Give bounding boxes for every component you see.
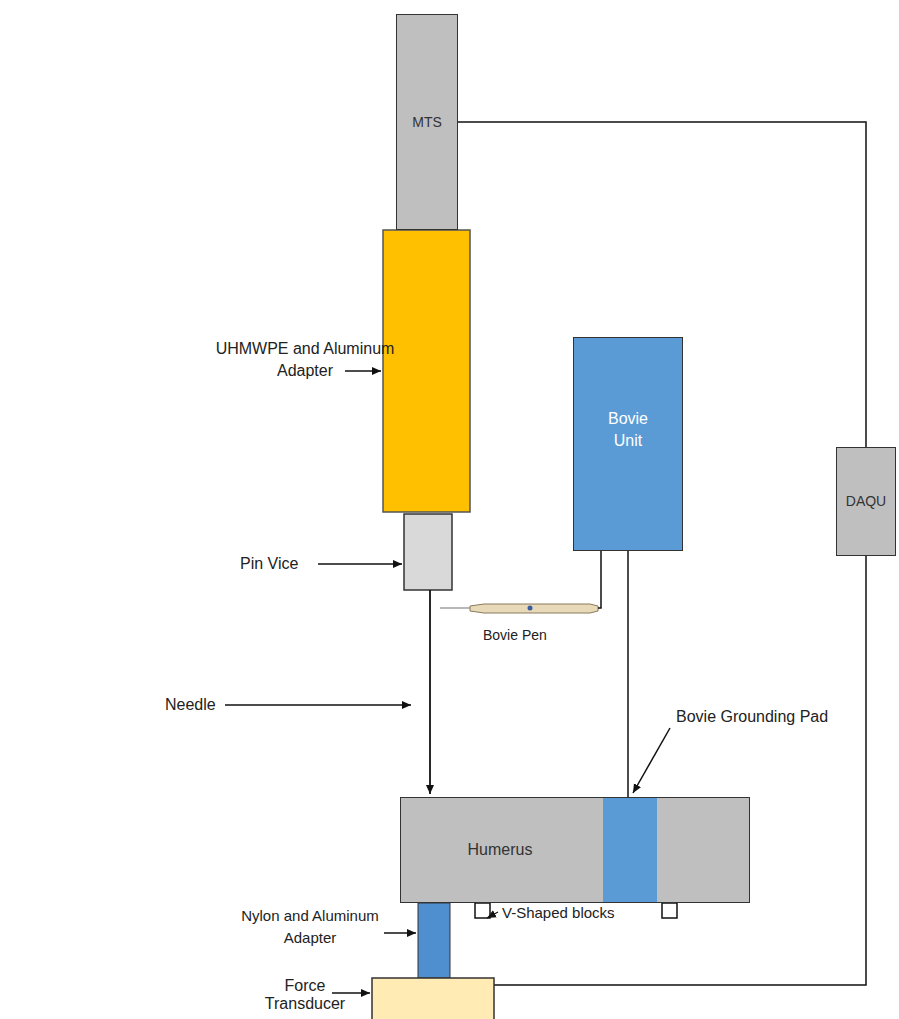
part-label: UHMWPE and Aluminum Adapter (215, 338, 395, 382)
grounding-pad (603, 798, 657, 902)
v-block (662, 903, 677, 918)
adapter-block (383, 230, 470, 512)
leader-arrow (345, 370, 381, 372)
leader-arrow (318, 563, 402, 565)
part-label: Force Transducer (250, 977, 360, 1013)
part-label: Pin Vice (240, 553, 298, 575)
daq-box: DAQU (836, 447, 896, 556)
bone-box: Humerus (400, 797, 750, 903)
part-label: V-Shaped blocks (502, 902, 615, 924)
v-block (475, 903, 490, 918)
part-label: Nylon and Aluminum Adapter (240, 905, 380, 949)
daq-wire (494, 556, 866, 985)
part-label: Needle (165, 694, 216, 716)
leader-arrow (487, 912, 498, 918)
leader-arrow (384, 932, 416, 934)
node-label: MTS (412, 113, 442, 132)
part-label: Bovie Pen (483, 624, 547, 646)
leader-arrow (225, 704, 411, 706)
leader-arrow (633, 728, 670, 793)
bovie-pen (440, 551, 601, 613)
node-label: Bovie Unit (598, 408, 658, 451)
leader-arrow (332, 992, 370, 994)
needle (429, 590, 431, 794)
force-transducer (372, 978, 494, 1019)
part-label: Bovie Grounding Pad (676, 706, 828, 728)
pin-vice (404, 514, 452, 590)
machine-box: MTS (396, 14, 458, 230)
ground-wire (627, 551, 629, 797)
nylon-adapter (418, 903, 450, 978)
node-label: DAQU (846, 492, 886, 511)
node-label: Humerus (468, 839, 533, 861)
device-box: Bovie Unit (573, 337, 683, 551)
